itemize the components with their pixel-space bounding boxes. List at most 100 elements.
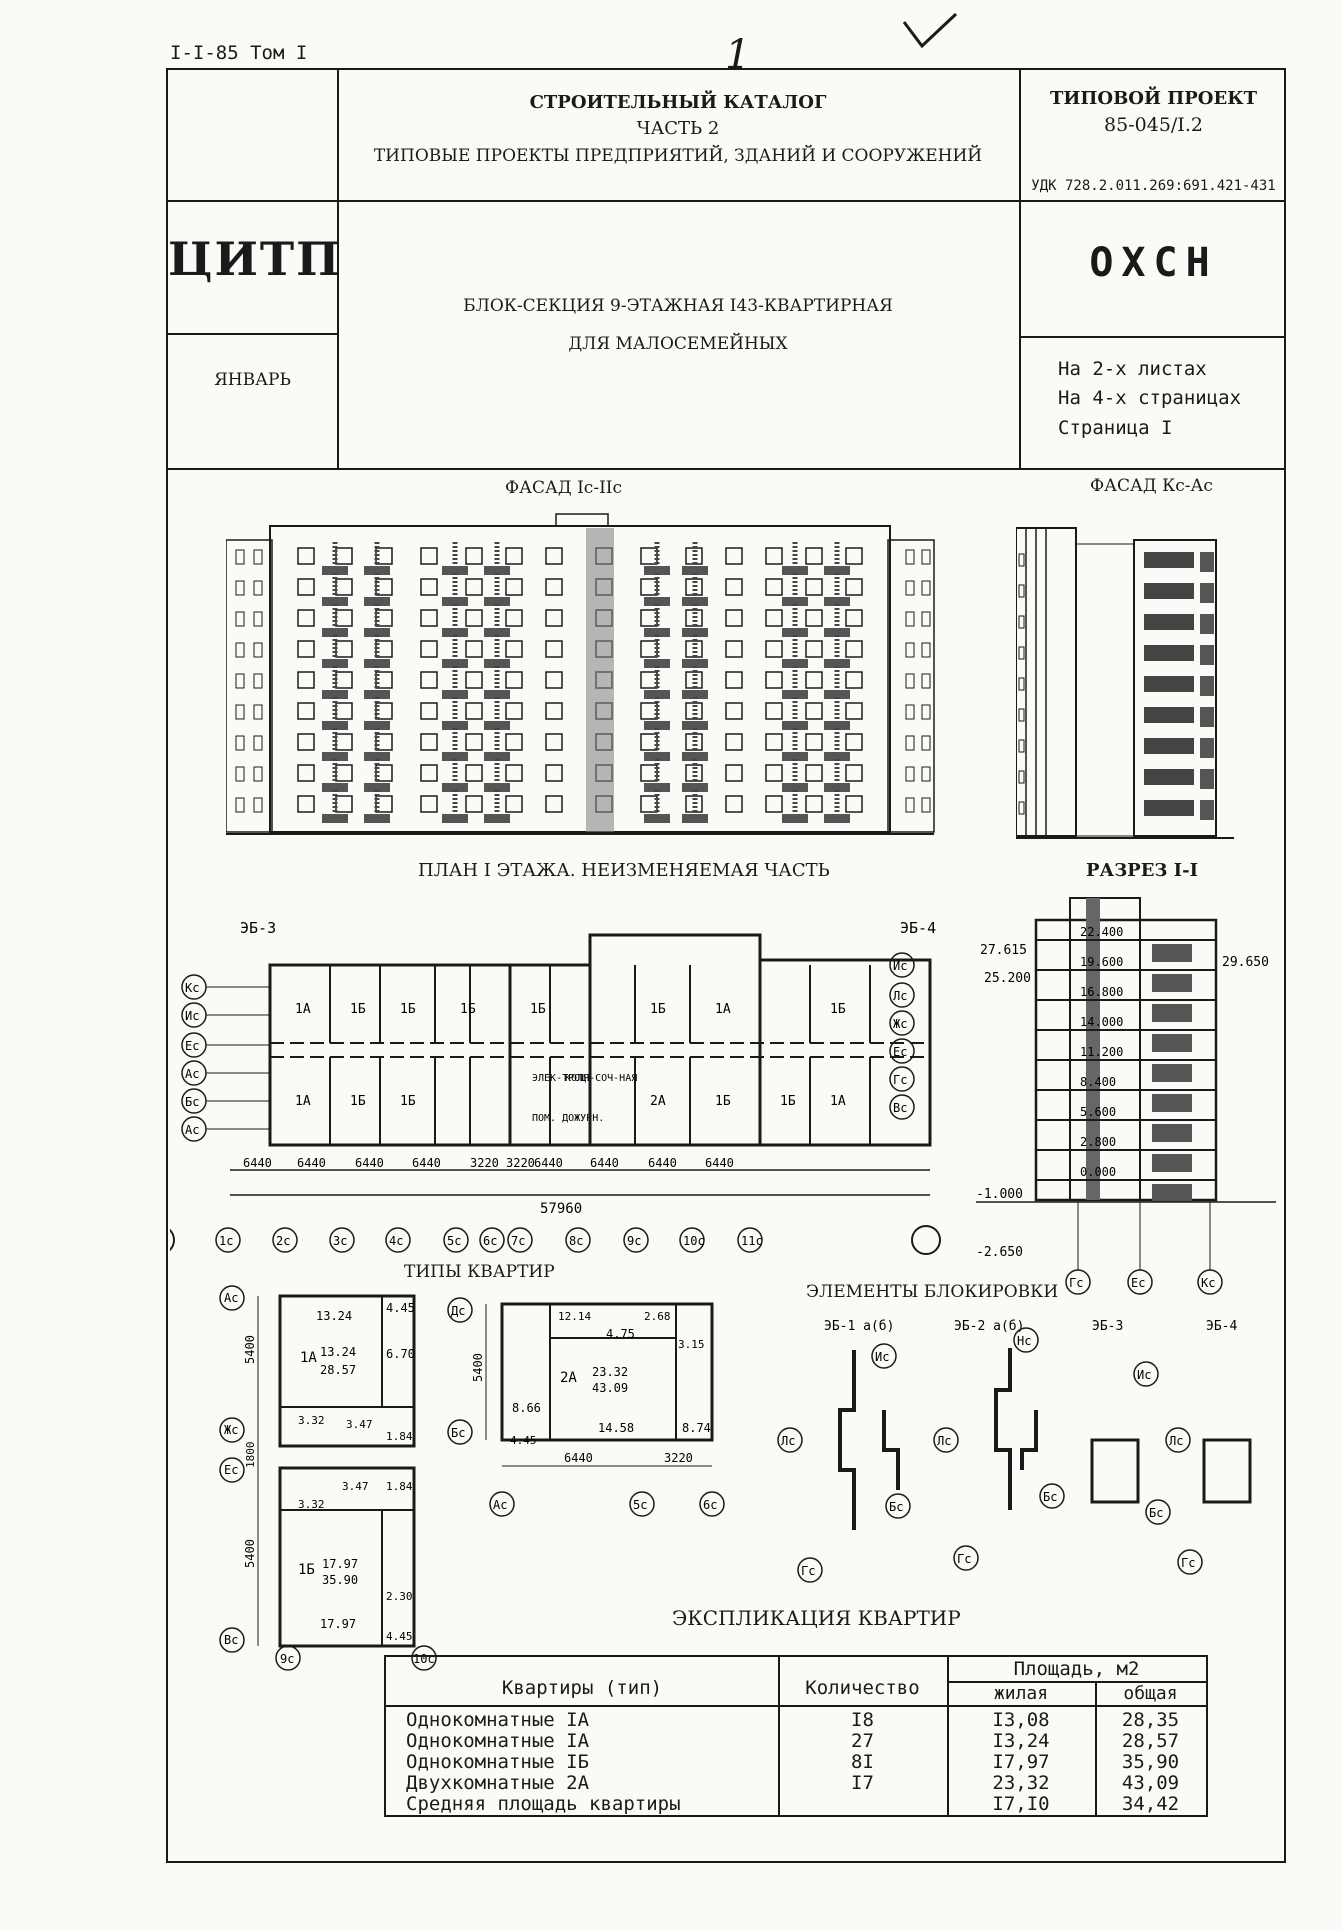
facade-balcony (442, 752, 468, 761)
facade-balcony (824, 690, 850, 699)
apt1-area-label: 13.24 (316, 1309, 352, 1323)
apt2-area-label: 3.15 (678, 1338, 705, 1351)
facade-window (505, 609, 523, 627)
facade-balcony (824, 566, 850, 575)
plan-room-label: 1Б (530, 1002, 546, 1017)
side-facade-window (1018, 739, 1025, 753)
block-axis-bubble (1133, 1361, 1159, 1387)
facade-wing-window (921, 642, 931, 658)
facade-balcony (364, 566, 390, 575)
apt1-axis-bubble (411, 1645, 437, 1671)
facade-window (805, 671, 823, 689)
plan-right-block-tag: ЭБ-4 (900, 919, 936, 937)
facade-wing-window (921, 735, 931, 751)
block-wall (1020, 1410, 1038, 1470)
facade-balcony (322, 566, 348, 575)
facade-main-title: ФАСАД Iс-IIс (505, 478, 623, 498)
apt2-area-label: 14.58 (598, 1421, 634, 1435)
apt1-dimension-label: 5400 (243, 1335, 257, 1364)
plan-room-label: 1Б (400, 1002, 416, 1017)
block-axis-label: Бс (1149, 1506, 1163, 1520)
facade-balcony (782, 721, 808, 730)
facade-balcony (644, 783, 670, 792)
plan-axis-bubble (889, 1038, 915, 1064)
facade-window (545, 578, 563, 596)
facade-wing-window (253, 766, 263, 782)
facade-balcony (364, 721, 390, 730)
facade-stair-shaft (586, 528, 614, 832)
apt1-area-label: 2.30 (386, 1590, 413, 1603)
facade-balcony (364, 783, 390, 792)
block-axis-bubble (871, 1343, 897, 1369)
facade-window (845, 795, 863, 813)
facade-window (335, 702, 353, 720)
facade-window (765, 671, 783, 689)
facade-balcony (644, 721, 670, 730)
side-facade-window-band (1144, 676, 1194, 692)
apt1-area-label: 1.84 (386, 1480, 413, 1493)
apt1-area-label: 4.45 (386, 1630, 413, 1643)
side-facade-window-band (1144, 769, 1194, 785)
facade-window (545, 671, 563, 689)
sheet-count: На 2-х листах (1058, 358, 1207, 380)
apt1-area-label: 35.90 (322, 1573, 358, 1587)
facade-window (725, 795, 743, 813)
facade-window (545, 640, 563, 658)
facade-wing-window (253, 580, 263, 596)
facade-window (845, 733, 863, 751)
facade-balcony (484, 721, 510, 730)
facade-window (845, 702, 863, 720)
facade-window (335, 671, 353, 689)
apt2-area-label: 23.32 (592, 1365, 628, 1379)
facade-window (297, 547, 315, 565)
block-axis-bubble (1177, 1549, 1203, 1575)
plan-room-label: 1А (715, 1002, 731, 1017)
facade-window (765, 764, 783, 782)
section-shaft-core (1086, 898, 1100, 1200)
apt1-area-label: 13.24 (320, 1345, 356, 1359)
block-axis-bubble (933, 1427, 959, 1453)
section-window (1152, 1064, 1192, 1082)
plan-room-label: 1Б (400, 1094, 416, 1109)
facade-window (420, 609, 438, 627)
section-level-label: 5.600 (1080, 1105, 1116, 1119)
facade-window (725, 578, 743, 596)
section-level-label: 14.000 (1080, 1015, 1123, 1029)
udk-code: УДК 728.2.011.269:691.421-431 (1031, 178, 1276, 194)
facade-balcony (322, 814, 348, 823)
plan-axis-label: Ас (185, 1123, 199, 1137)
facade-balcony (824, 721, 850, 730)
facade-left-wing (226, 539, 273, 833)
plan-axis-bubble (507, 1227, 533, 1253)
facade-wing-window (905, 549, 915, 565)
facade-balcony (442, 690, 468, 699)
explication-row-total: 35,90 (1121, 1751, 1180, 1773)
side-facade-window-band (1144, 707, 1194, 723)
apt2-dimension-label: 3220 (664, 1451, 693, 1465)
drawing-frame (166, 68, 1286, 1863)
section-window (1152, 1184, 1192, 1202)
plan-room-label: 1Б (715, 1094, 731, 1109)
facade-window (420, 702, 438, 720)
plan-axis-bubble (889, 982, 915, 1008)
apt1-axis-bubble (219, 1457, 245, 1483)
explication-row-living: 23,32 (992, 1772, 1050, 1794)
block-axis-bubble (885, 1493, 911, 1519)
facade-wing-window (905, 797, 915, 813)
plan-axis-label: Ис (185, 1009, 199, 1023)
side-facade-balcony (1200, 738, 1214, 758)
facade-balcony (682, 628, 708, 637)
plan-room-label: 1Б (350, 1094, 366, 1109)
plan-dimension-label: 6440 (243, 1156, 272, 1170)
facade-window (297, 671, 315, 689)
facade-balcony (824, 659, 850, 668)
plan-room-label: 1А (295, 1002, 311, 1017)
explication-row-type: Однокомнатные IА (406, 1709, 590, 1731)
apt1-axis-label: Вс (224, 1633, 238, 1647)
facade-balcony (322, 783, 348, 792)
block-element-label: ЭБ-3 (1092, 1319, 1123, 1334)
side-facade-window (1018, 646, 1025, 660)
facade-balcony (364, 752, 390, 761)
